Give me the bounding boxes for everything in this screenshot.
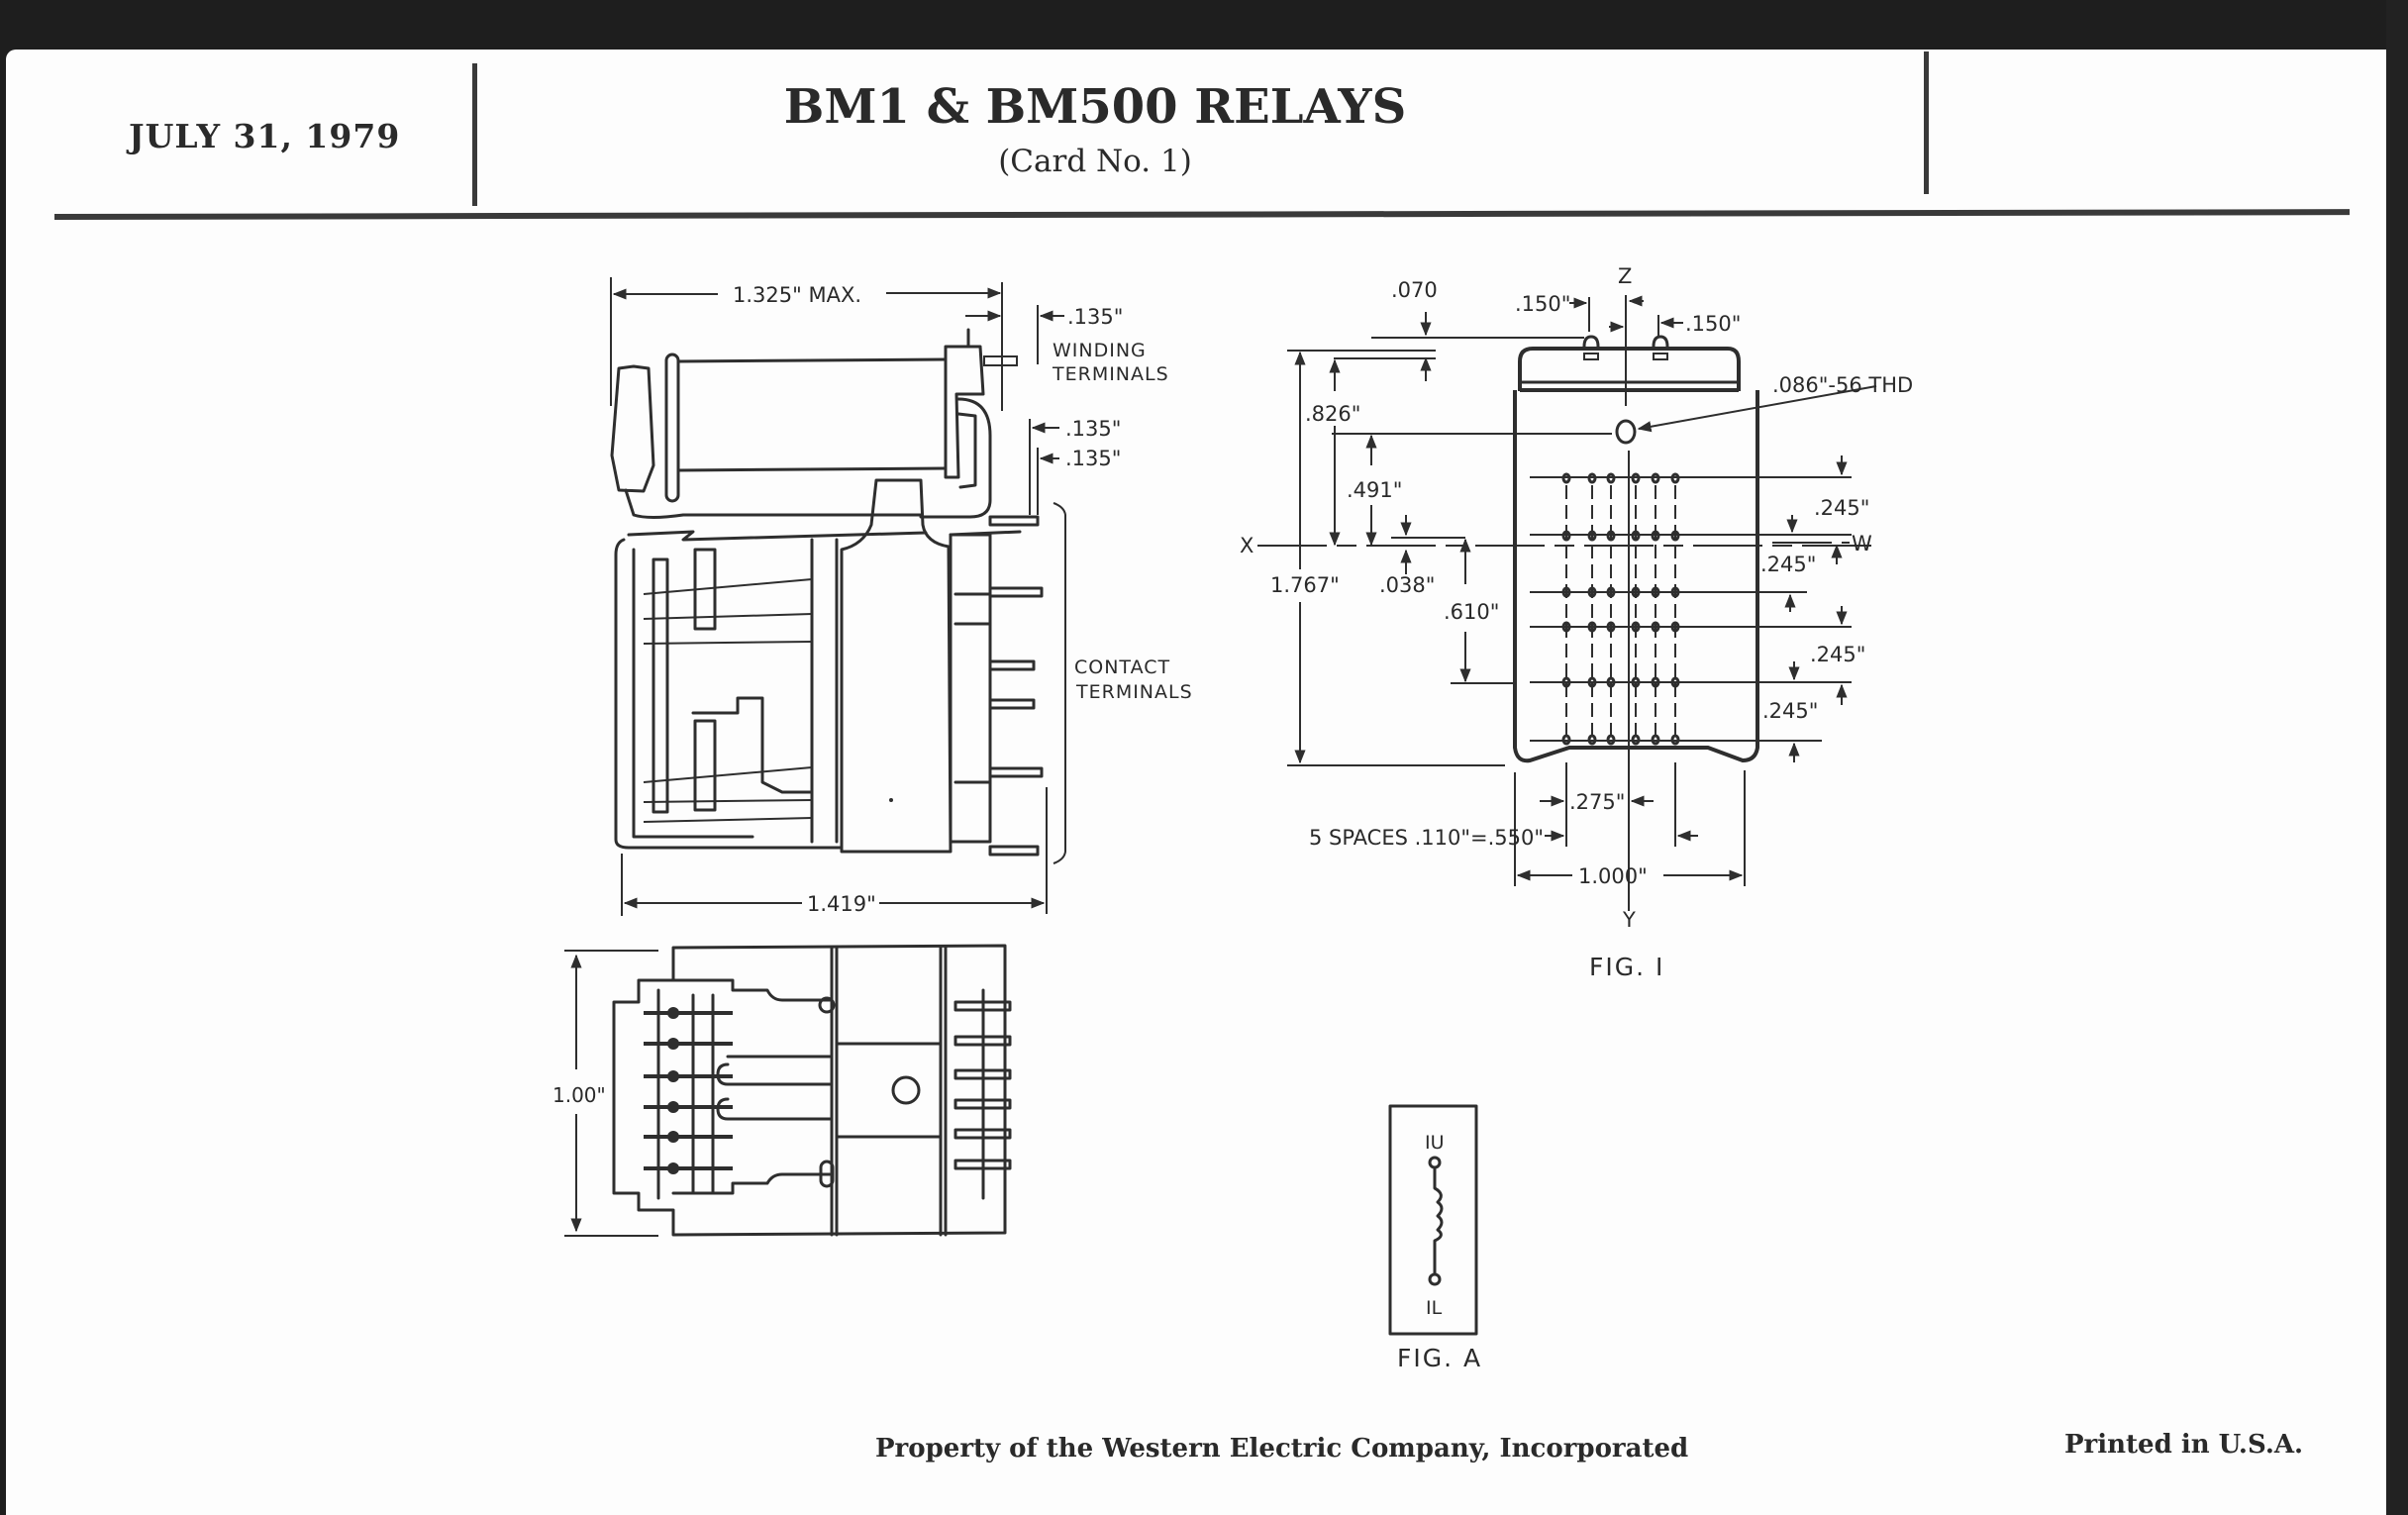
- dim-winding-offset: .135": [1067, 305, 1123, 329]
- scan-frame-edge: [2386, 0, 2408, 1515]
- fig1-axis-y: Y: [1622, 908, 1636, 932]
- fig1-pin-grid: [1561, 472, 1680, 746]
- dim-terminal-offset-upper: .135": [1065, 417, 1121, 441]
- header-divider-left: [472, 63, 477, 206]
- winding-label-1: WINDING: [1053, 340, 1147, 361]
- top-view-terminal-pins: [953, 1000, 1012, 1170]
- fig1-dim-245-b: .245": [1760, 553, 1816, 576]
- figA-winding-schematic: IU IL FIG. A: [1388, 1104, 1482, 1372]
- document-subtitle: (Card No. 1): [0, 144, 2408, 179]
- fig1-axis-w: W: [1852, 532, 1872, 556]
- header-divider-right: [1924, 51, 1929, 194]
- fig1-dim-610: .610": [1444, 600, 1499, 624]
- ownership-notice: Property of the Western Electric Company…: [875, 1434, 1689, 1464]
- fig1-axis-z: Z: [1618, 264, 1632, 288]
- subtitle-text: (Card No. 1): [998, 144, 1192, 179]
- fig1-dim-150-right: .150": [1685, 312, 1741, 336]
- dim-top-view-height: 1.00": [552, 1083, 606, 1107]
- fig1-axis-x: X: [1240, 534, 1254, 557]
- document-card: [6, 50, 2387, 1515]
- fig1-dim-150-left: .150": [1515, 292, 1570, 316]
- title-text: BM1 & BM500 RELAYS: [783, 79, 1407, 135]
- dim-base-width: 1.419": [807, 892, 876, 916]
- fig1-dim-275: .275": [1569, 790, 1625, 814]
- figA-upper-terminal: IU: [1425, 1132, 1445, 1154]
- top-view-contact-springs: [644, 988, 733, 1200]
- fig1-dim-070: .070: [1391, 278, 1438, 302]
- document-date: JULY 31, 1979: [129, 117, 401, 155]
- dim-overall-width: 1.325" MAX.: [733, 283, 861, 307]
- fig1-dim-1767: 1.767": [1270, 573, 1340, 597]
- relay-side-view: 1.325" MAX. .135" WINDING TERMINALS .135…: [610, 277, 1193, 916]
- dim-terminal-offset-lower: .135": [1065, 447, 1121, 470]
- fig1-thread-callout: .086"-56 THD: [1772, 373, 1913, 397]
- winding-label-2: TERMINALS: [1052, 363, 1169, 385]
- fig1-dim-038: .038": [1379, 573, 1435, 597]
- fig1-caption: FIG. I: [1589, 953, 1664, 981]
- fig1-spacing-note: 5 SPACES .110"=.550": [1309, 826, 1544, 850]
- fig1-terminal-layout: Z .070 .150" .150" .086"-56 THD: [1240, 264, 1913, 981]
- contact-label-1: CONTACT: [1074, 656, 1170, 678]
- fig1-dim-245-d: .245": [1762, 699, 1818, 723]
- figA-caption: FIG. A: [1397, 1344, 1482, 1372]
- relay-top-view: 1.00": [552, 944, 1012, 1237]
- fig1-dim-overall-width: 1.000": [1578, 864, 1648, 888]
- inductor-coil-icon: [1433, 1165, 1444, 1276]
- fig1-dim-245-a: .245": [1814, 496, 1869, 520]
- document-title: BM1 & BM500 RELAYS: [0, 79, 2408, 135]
- fig1-dim-491: .491": [1347, 478, 1402, 502]
- printed-notice: Printed in U.S.A.: [2064, 1430, 2304, 1460]
- contact-label-2: TERMINALS: [1075, 681, 1193, 703]
- fig1-dim-245-c: .245": [1810, 643, 1865, 666]
- figA-lower-terminal: IL: [1426, 1297, 1443, 1319]
- fig1-dim-826: .826": [1305, 402, 1360, 426]
